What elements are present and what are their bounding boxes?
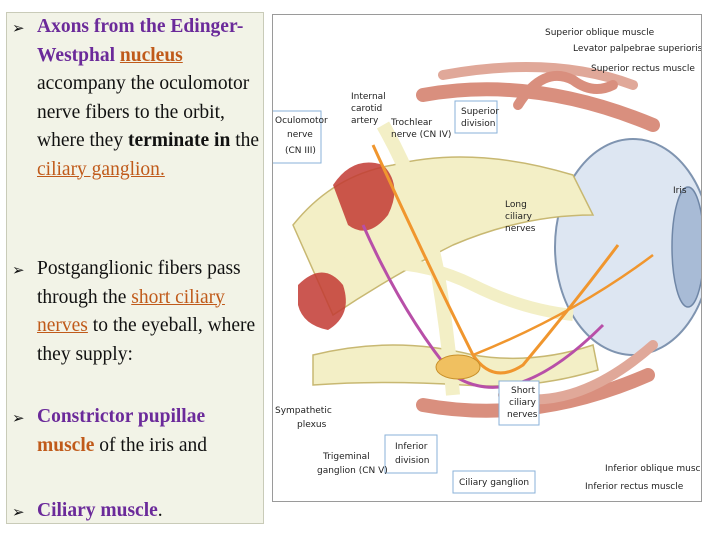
- label-sympathetic-2: plexus: [297, 420, 327, 430]
- short-ciliary-box: [498, 380, 540, 426]
- bullet-1-text-2: the: [230, 130, 260, 151]
- ciliary-ganglion-box: [452, 470, 536, 494]
- superior-rectus-muscle: [416, 82, 660, 132]
- label-inferior-division-1: Inferior: [395, 442, 428, 452]
- arrow-bullet-icon: ➢: [12, 19, 25, 37]
- artery-segment: [298, 272, 346, 330]
- bullet-2-text-2: to the eyeball, where they supply:: [37, 315, 256, 365]
- label-trochlear-1: Trochlear: [390, 118, 432, 128]
- label-trochlear-2: nerve (CN IV): [391, 130, 451, 140]
- bullet-3-constrictor: Constrictor pupillae: [37, 406, 206, 427]
- label-short-ciliary-2: ciliary: [509, 398, 537, 408]
- short-ciliary-path: [472, 253, 654, 357]
- bullet-1: ➢ Axons from the Edinger-Westphal nucleu…: [12, 13, 265, 184]
- diagram-svg: Superior oblique muscle Levator palpebra…: [270, 28, 712, 494]
- label-inferior-division-2: division: [395, 456, 429, 466]
- bullet-4-ciliary-muscle: Ciliary muscle: [37, 500, 158, 521]
- label-short-ciliary-3: nerves: [507, 410, 538, 420]
- label-trigeminal-1: Trigeminal: [322, 452, 370, 462]
- label-ciliary-ganglion: Ciliary ganglion: [459, 478, 529, 488]
- label-internal-carotid-2: carotid: [351, 104, 382, 114]
- bullet-1-nucleus: nucleus: [119, 44, 183, 66]
- label-superior-oblique: Superior oblique muscle: [545, 28, 655, 38]
- label-superior-division-1: Superior: [461, 107, 499, 117]
- arrow-bullet-icon: ➢: [12, 503, 25, 521]
- bullet-1-terminate: terminate in: [127, 130, 231, 151]
- label-short-ciliary-1: Short: [511, 386, 536, 396]
- ciliary-ganglion-shape: [435, 354, 481, 380]
- label-trigeminal-2: ganglion (CN V): [317, 466, 388, 476]
- label-oculomotor-1: Oculomotor: [275, 116, 328, 126]
- label-iris: Iris: [673, 186, 687, 196]
- superior-oblique-muscle: [513, 71, 618, 110]
- label-long-ciliary-1: Long: [505, 200, 527, 210]
- arrow-bullet-icon: ➢: [12, 409, 25, 427]
- label-long-ciliary-3: nerves: [505, 224, 536, 234]
- label-inferior-oblique: Inferior oblique muscle: [605, 464, 701, 474]
- bullet-4: ➢ Ciliary muscle.: [12, 497, 265, 526]
- label-internal-carotid-1: Internal: [351, 92, 386, 102]
- bullet-1-bold: Axons from the Edinger-Westphal: [37, 16, 244, 66]
- label-long-ciliary-2: ciliary: [505, 212, 533, 222]
- label-superior-rectus: Superior rectus muscle: [591, 64, 695, 74]
- ciliary-ganglion-diagram: Superior oblique muscle Levator palpebra…: [270, 14, 712, 502]
- label-inferior-rectus: Inferior rectus muscle: [585, 482, 684, 492]
- iris-shape: [671, 186, 705, 308]
- bullet-3-muscle: muscle: [37, 434, 95, 456]
- superior-division-box: [454, 100, 498, 134]
- bullet-2-text: Postganglionic fibers pass through the: [37, 258, 241, 308]
- bullet-3-text: of the iris and: [94, 434, 208, 456]
- arrow-bullet-icon: ➢: [12, 261, 25, 279]
- nerve-branch: [332, 256, 574, 321]
- bullet-1-ciliary-ganglion: ciliary ganglion: [37, 158, 160, 180]
- bullet-1-period: .: [159, 158, 165, 180]
- bullet-2-short-ciliary-nerves: short ciliary nerves: [37, 286, 225, 337]
- bullet-1-text: accompany the oculomotor nerve fibers to…: [37, 73, 250, 151]
- bullet-4-period: .: [157, 500, 163, 521]
- label-internal-carotid-3: artery: [351, 116, 379, 126]
- label-sympathetic-1: Sympathetic: [275, 406, 332, 416]
- inferior-division-box: [384, 434, 438, 474]
- label-oculomotor-2: nerve: [287, 130, 313, 140]
- label-oculomotor-3: (CN III): [285, 146, 316, 156]
- levator-muscle: [438, 62, 638, 90]
- label-superior-division-2: division: [461, 119, 495, 129]
- internal-carotid-artery: [333, 162, 395, 231]
- label-levator: Levator palpebrae superioris: [573, 44, 701, 54]
- bullet-2: ➢ Postganglionic fibers pass through the…: [12, 255, 265, 369]
- parasympathetic-path: [371, 144, 620, 375]
- text-panel: ➢ Axons from the Edinger-Westphal nucleu…: [6, 12, 264, 524]
- bullet-3: ➢ Constrictor pupillae muscle of the iri…: [12, 403, 265, 460]
